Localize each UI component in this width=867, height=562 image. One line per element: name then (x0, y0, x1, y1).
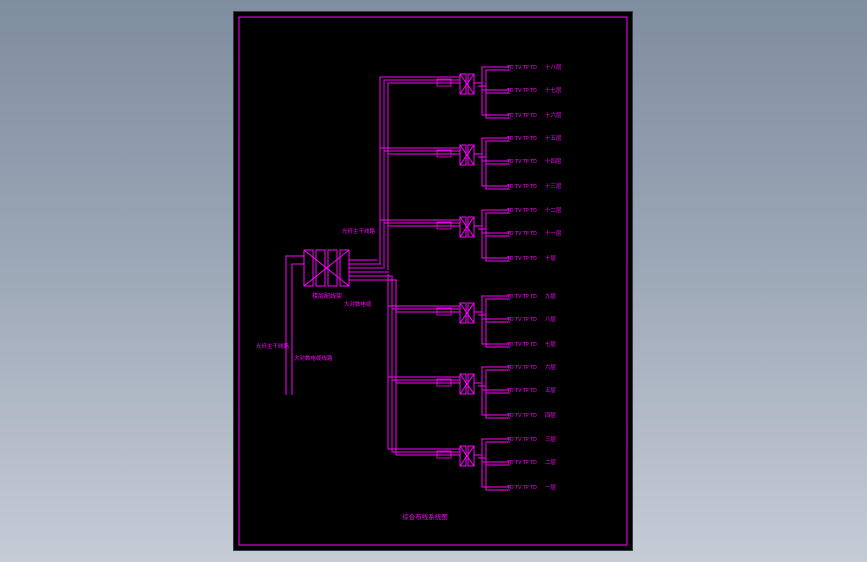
trunk-label-fiber: 光纤主干线路 (342, 227, 376, 235)
floor-branch: TD TV TP TD 十四层 (474, 153, 562, 165)
group-feeder (379, 76, 460, 270)
junction-box (436, 378, 452, 387)
riser-trunks (349, 259, 397, 281)
floor-branch: TD TV TP TD 三层 (474, 436, 557, 459)
outlet-labels: TD TV TP TD (506, 136, 537, 142)
feed-label-fiber: 光纤主干线路 (256, 342, 290, 350)
outlet-labels: TD TV TP TD (506, 256, 537, 262)
floor-group-4: TD TV TP TD 九层 TD TV TP TD 八层 TD TV TP TD 七层 (387, 274, 557, 348)
floor-label: 九层 (545, 292, 557, 300)
floor-branch: TD TV TP TD 七层 (474, 311, 557, 348)
floor-label: 十七层 (545, 86, 562, 94)
junction-box (436, 149, 452, 158)
feed-label-cable: 大对数电缆线路 (294, 354, 333, 362)
floor-label: 十五层 (545, 134, 562, 142)
wiring-diagram: TD TV TP TD 十八层 TD TV TP TD 十七层 TD TV TP TD 十… (238, 16, 628, 546)
floor-label: 十层 (545, 254, 557, 262)
incoming-feeders (285, 255, 304, 395)
floor-distribution-frame (459, 302, 475, 324)
outlet-labels: TD TV TP TD (506, 317, 537, 323)
junction-box (436, 78, 452, 87)
outlet-labels: TD TV TP TD (506, 159, 537, 165)
floor-branch: TD TV TP TD 四层 (474, 382, 557, 419)
main-panel-label: 楼层配线架 (312, 292, 342, 300)
floor-distribution-frame (459, 216, 475, 238)
group-feeder (379, 147, 460, 270)
outlet-labels: TD TV TP TD (506, 231, 537, 237)
floor-label: 五层 (545, 387, 557, 394)
outlet-labels: TD TV TP TD (506, 113, 537, 119)
floor-branch: TD TV TP TD 十八层 (474, 63, 562, 87)
diagram-title: 综合布线系统图 (402, 512, 448, 521)
outlet-labels: TD TV TP TD (506, 365, 537, 371)
outlet-labels: TD TV TP TD (506, 208, 537, 214)
floor-groups: TD TV TP TD 十八层 TD TV TP TD 十七层 TD TV TP TD 十… (379, 63, 562, 491)
group-feeder (379, 219, 460, 270)
floor-group-3: TD TV TP TD 十二层 TD TV TP TD 十一层 TD TV TP TD 十… (379, 206, 562, 270)
group-feeder (387, 274, 460, 384)
floor-distribution-frame (459, 144, 475, 166)
outlet-labels: TD TV TP TD (506, 342, 537, 348)
floor-label: 一层 (545, 484, 557, 491)
drawing-sheet: TD TV TP TD 十八层 TD TV TP TD 十七层 TD TV TP TD 十… (234, 12, 632, 550)
floor-distribution-frame (459, 73, 475, 95)
outlet-labels: TD TV TP TD (506, 65, 537, 71)
outlet-labels: TD TV TP TD (506, 437, 537, 443)
floor-label: 十二层 (545, 206, 562, 214)
junction-box (436, 450, 452, 459)
floor-branch: TD TV TP TD 十六层 (474, 82, 562, 119)
floor-branch: TD TV TP TD 十五层 (474, 134, 562, 158)
outlet-labels: TD TV TP TD (506, 88, 537, 94)
floor-group-2: TD TV TP TD 十五层 TD TV TP TD 十四层 TD TV TP TD 十… (379, 134, 562, 270)
floor-branch: TD TV TP TD 十层 (474, 225, 557, 262)
main-panel (303, 249, 350, 287)
floor-label: 十三层 (545, 182, 562, 190)
trunk-label-cable: 大对数电缆 (344, 300, 372, 308)
outlet-labels: TD TV TP TD (506, 485, 537, 491)
floor-label: 四层 (545, 412, 557, 419)
junction-box (436, 307, 452, 316)
floor-label: 六层 (545, 363, 557, 371)
junction-box (436, 221, 452, 230)
floor-branch: TD TV TP TD 一层 (474, 454, 557, 491)
outlet-labels: TD TV TP TD (506, 413, 537, 419)
floor-label: 七层 (545, 340, 557, 348)
floor-branch: TD TV TP TD 十三层 (474, 153, 562, 190)
group-feeder (387, 274, 460, 456)
floor-label: 十一层 (545, 229, 562, 237)
floor-distribution-frame (459, 373, 475, 395)
floor-label: 八层 (545, 316, 557, 323)
floor-label: 十六层 (545, 111, 562, 119)
outlet-labels: TD TV TP TD (506, 388, 537, 394)
outlet-labels: TD TV TP TD (506, 184, 537, 190)
floor-group-6: TD TV TP TD 三层 TD TV TP TD 二层 TD TV TP TD 一层 (387, 274, 557, 491)
floor-distribution-frame (459, 445, 475, 467)
floor-label: 十八层 (545, 63, 562, 71)
floor-branch: TD TV TP TD 十七层 (474, 82, 562, 94)
group-feeder (387, 274, 460, 313)
floor-branch: TD TV TP TD 九层 (474, 292, 557, 316)
floor-label: 三层 (545, 436, 557, 443)
floor-branch: TD TV TP TD 十一层 (474, 225, 562, 237)
floor-label: 十四层 (545, 157, 562, 165)
floor-label: 二层 (545, 459, 557, 466)
floor-branch: TD TV TP TD 十二层 (474, 206, 562, 230)
outlet-labels: TD TV TP TD (506, 460, 537, 466)
drawing-frame (238, 16, 628, 546)
floor-group-1: TD TV TP TD 十八层 TD TV TP TD 十七层 TD TV TP TD 十… (379, 63, 562, 270)
outlet-labels: TD TV TP TD (506, 294, 537, 300)
floor-branch: TD TV TP TD 六层 (474, 363, 557, 387)
